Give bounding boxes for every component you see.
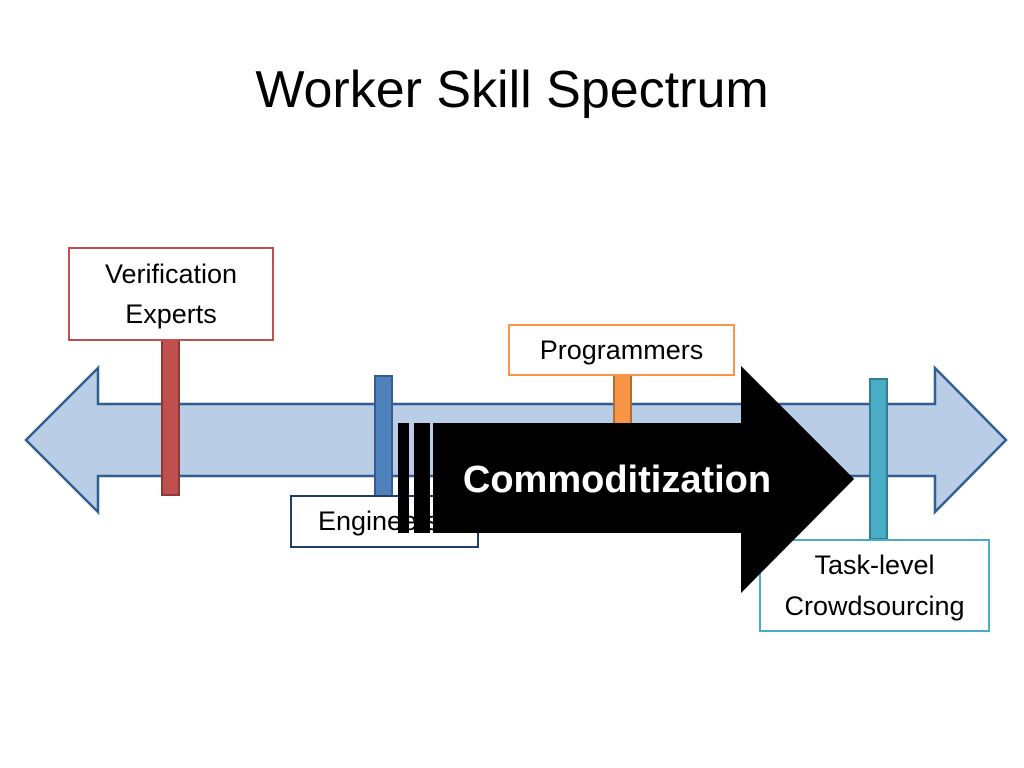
commoditization-label: Commoditization	[462, 458, 772, 501]
programmers-post	[613, 373, 632, 425]
label-programmers: Programmers	[508, 324, 735, 376]
engineers-post	[374, 375, 393, 498]
crowdsourcing-post	[869, 378, 888, 540]
label-verification-experts: Verification Experts	[68, 247, 274, 341]
label-task-level-crowdsourcing: Task-level Crowdsourcing	[759, 539, 990, 632]
slide-title: Worker Skill Spectrum	[255, 61, 769, 119]
verification-post	[161, 339, 180, 496]
